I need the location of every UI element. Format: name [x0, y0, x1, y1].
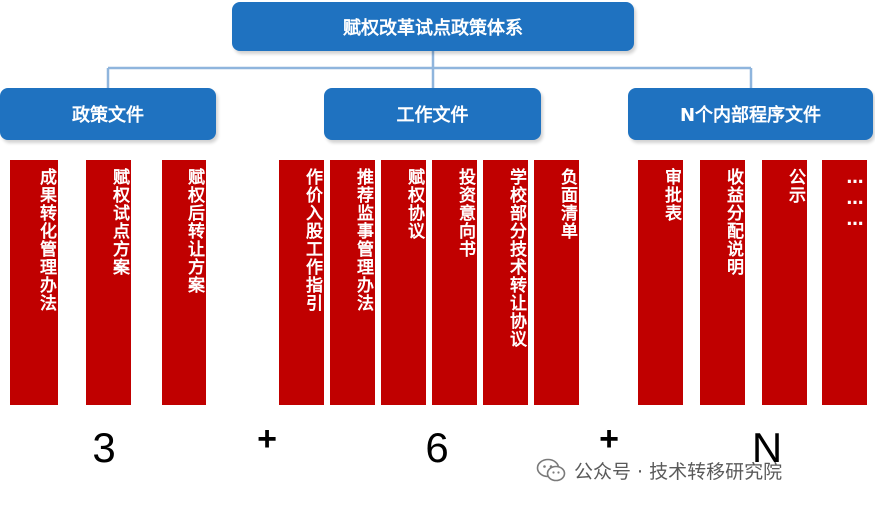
doc-column-more: ……… — [822, 160, 867, 405]
watermark-text: 公众号 · 技术转移研究院 — [574, 460, 783, 483]
doc-column-empowerment-agreement: 赋权协议 — [381, 160, 426, 405]
doc-label: 收益分配说明 — [723, 168, 743, 276]
doc-column-partial-tech-transfer: 学校部分技术转让协议 — [483, 160, 528, 405]
doc-label: ……… — [845, 168, 865, 231]
wechat-icon — [536, 458, 566, 482]
doc-label: 作价入股工作指引 — [302, 168, 322, 312]
doc-label: 审批表 — [661, 168, 681, 222]
system-title-box: 赋权改革试点政策体系 — [232, 2, 634, 51]
doc-column-supervisor-recommendation: 推荐监事管理办法 — [330, 160, 375, 405]
doc-column-letter-of-intent: 投资意向书 — [432, 160, 477, 405]
system-title: 赋权改革试点政策体系 — [343, 17, 523, 39]
category-policy-docs: 政策文件 — [0, 88, 216, 140]
work-count: 6 — [425, 424, 449, 471]
doc-label: 公示 — [785, 168, 805, 204]
internal-count: N — [751, 424, 783, 471]
doc-column-achievement-transformation: 成果转化管理办法 — [10, 160, 58, 405]
policy-count: 3 — [92, 424, 116, 471]
doc-column-revenue-distribution: 收益分配说明 — [700, 160, 745, 405]
doc-column-post-empowerment-transfer: 赋权后转让方案 — [162, 160, 206, 405]
doc-column-approval-form: 审批表 — [638, 160, 683, 405]
doc-label: 赋权试点方案 — [109, 168, 129, 276]
doc-label: 负面清单 — [557, 168, 577, 240]
doc-label: 赋权协议 — [404, 168, 424, 240]
plus-sign: + — [257, 420, 277, 458]
doc-label: 学校部分技术转让协议 — [506, 168, 526, 348]
doc-column-negative-list: 负面清单 — [534, 160, 579, 405]
doc-column-empowerment-pilot: 赋权试点方案 — [86, 160, 131, 405]
category-label: 政策文件 — [72, 105, 144, 126]
category-work-docs: 工作文件 — [324, 88, 541, 140]
category-label: N个内部程序文件 — [679, 105, 822, 126]
watermark: 公众号 · 技术转移研究院 — [536, 452, 782, 488]
doc-label: 成果转化管理办法 — [36, 168, 56, 312]
doc-label: 投资意向书 — [455, 168, 475, 258]
category-internal-docs: N个内部程序文件 — [628, 88, 873, 140]
doc-column-equity-investment-guide: 作价入股工作指引 — [279, 160, 324, 405]
category-label: 工作文件 — [396, 105, 469, 126]
doc-label: 推荐监事管理办法 — [353, 168, 373, 312]
plus-sign: + — [599, 420, 619, 458]
doc-column-publicity: 公示 — [762, 160, 807, 405]
doc-label: 赋权后转让方案 — [184, 168, 204, 294]
